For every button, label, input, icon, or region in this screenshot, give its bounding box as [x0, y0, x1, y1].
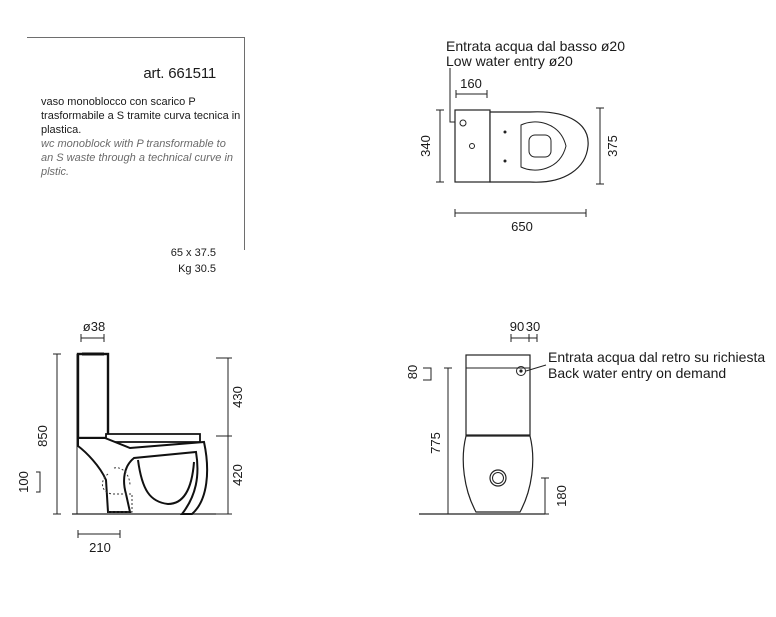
top-seat-fix-2 [503, 159, 507, 163]
side-seat [105, 433, 201, 443]
dim-back-inlet-line [423, 367, 432, 381]
side-cistern [76, 352, 110, 440]
dim-top-line [510, 334, 538, 342]
dim-outlet-dist-label: 210 [89, 540, 111, 555]
description-english: wc monoblock with P transformable to an … [41, 138, 234, 178]
side-s-trap [102, 473, 133, 513]
top-seat-fix-1 [503, 130, 507, 134]
dim-depth-line [436, 109, 444, 183]
top-inlet-hole [459, 119, 467, 127]
dim-outlet-height-line [36, 471, 41, 493]
dim-back-outlet-line [541, 477, 549, 515]
dim-body-line [444, 367, 452, 515]
product-weight: Kg 30.5 [178, 263, 216, 275]
dim-width-line [596, 107, 604, 185]
dim-total-line [53, 353, 61, 515]
back-inlet-hole [516, 366, 526, 376]
dim-right-line [216, 357, 232, 515]
top-bowl-opening [528, 134, 552, 158]
top-inlet-note-it: Entrata acqua dal basso ø20 [446, 38, 625, 54]
dim-inlet-line [455, 90, 488, 98]
side-outlet-dashed [113, 467, 131, 487]
dim-length-line [454, 209, 587, 217]
dim-top-b-label: 30 [526, 319, 540, 334]
back-inlet-center [519, 369, 523, 373]
dim-outlet-height-label: 100 [16, 471, 31, 493]
dim-width-label: 375 [605, 135, 620, 157]
side-trapway [137, 459, 195, 506]
back-inlet-note-it: Entrata acqua dal retro su richiesta [548, 349, 765, 365]
back-outlet-inner [492, 472, 504, 484]
top-view: Entrata acqua dal basso ø20 Low water en… [418, 38, 625, 234]
dim-flush-label: ø38 [83, 319, 105, 334]
dim-back-outlet-label: 180 [554, 485, 569, 507]
description-italian: vaso monoblocco con scarico P trasformab… [41, 96, 241, 136]
back-view: 90 30 Entrata acqua dal retro su richies… [405, 319, 765, 515]
dim-length-label: 650 [511, 219, 533, 234]
back-inlet-note-en: Back water entry on demand [548, 365, 726, 381]
product-info-panel: art. 661511 vaso monoblocco con scarico … [27, 37, 245, 275]
top-bowl-outline [489, 111, 589, 183]
article-code: art. 661511 [143, 65, 216, 82]
dim-flush-line [80, 334, 105, 342]
dim-total-label: 850 [35, 425, 50, 447]
dim-depth-label: 340 [418, 135, 433, 157]
side-bowl-body [77, 437, 209, 515]
product-size: 65 x 37.5 [170, 247, 216, 259]
back-bowl-body [462, 435, 534, 513]
dim-back-inlet-label: 80 [405, 365, 420, 379]
dim-top-a-label: 90 [510, 319, 524, 334]
top-cistern [454, 109, 491, 183]
back-inlet-leader [525, 364, 547, 372]
back-outlet-outer [489, 469, 507, 487]
dim-cistern-label: 430 [230, 386, 245, 408]
side-view: ø38 850 100 430 [16, 319, 245, 555]
dim-body-label: 775 [428, 432, 443, 454]
dim-outlet-dist-line [77, 530, 121, 538]
top-inlet-note-en: Low water entry ø20 [446, 53, 573, 69]
top-flush-hole [469, 143, 475, 149]
top-bowl-rim [520, 121, 567, 171]
dim-inlet-label: 160 [460, 76, 482, 91]
dim-seat-label: 420 [230, 464, 245, 486]
